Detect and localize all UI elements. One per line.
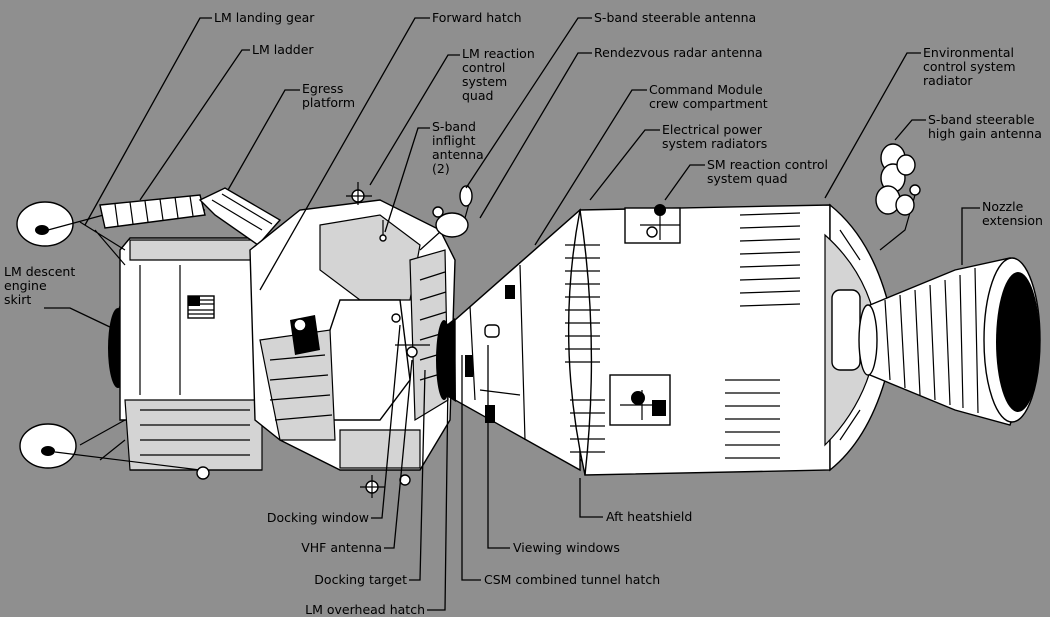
- label-nozzle-extension: Nozzle extension: [982, 199, 1043, 228]
- label-vhf-antenna: VHF antenna: [301, 540, 382, 555]
- label-lm-descent-engine-skirt: LM descent engine skirt: [4, 264, 76, 307]
- label-forward-hatch: Forward hatch: [432, 10, 522, 25]
- command-module: [440, 208, 591, 472]
- label-s-band-inflight-antenna: S-band inflight antenna (2): [432, 119, 484, 176]
- label-viewing-windows: Viewing windows: [513, 540, 620, 555]
- label-environmental-control-radiator: Environmental control system radiator: [923, 45, 1016, 88]
- leader-lines: [44, 17, 980, 611]
- label-s-band-steerable-antenna: S-band steerable antenna: [594, 10, 757, 25]
- label-csm-tunnel-hatch: CSM combined tunnel hatch: [484, 572, 661, 587]
- label-docking-window: Docking window: [266, 510, 369, 525]
- label-lm-landing-gear: LM landing gear: [214, 10, 315, 25]
- label-electrical-power-radiators: Electrical power system radiators: [662, 122, 768, 151]
- label-rendezvous-radar-antenna: Rendezvous radar antenna: [594, 45, 763, 60]
- label-aft-heatshield: Aft heatshield: [606, 509, 693, 524]
- label-lm-rcs-quad: LM reaction control system quad: [462, 46, 535, 103]
- label-command-module-crew-compartment: Command Module crew compartment: [649, 82, 768, 111]
- lunar-module: [16, 182, 473, 498]
- label-docking-target: Docking target: [314, 572, 407, 587]
- label-lm-overhead-hatch: LM overhead hatch: [305, 602, 425, 617]
- service-module: [565, 143, 1041, 476]
- label-egress-platform: Egress platform: [302, 81, 356, 110]
- label-lm-ladder: LM ladder: [252, 42, 314, 57]
- label-sm-rcs-quad: SM reaction control system quad: [707, 157, 829, 186]
- label-s-band-high-gain-antenna: S-band steerable high gain antenna: [928, 112, 1042, 141]
